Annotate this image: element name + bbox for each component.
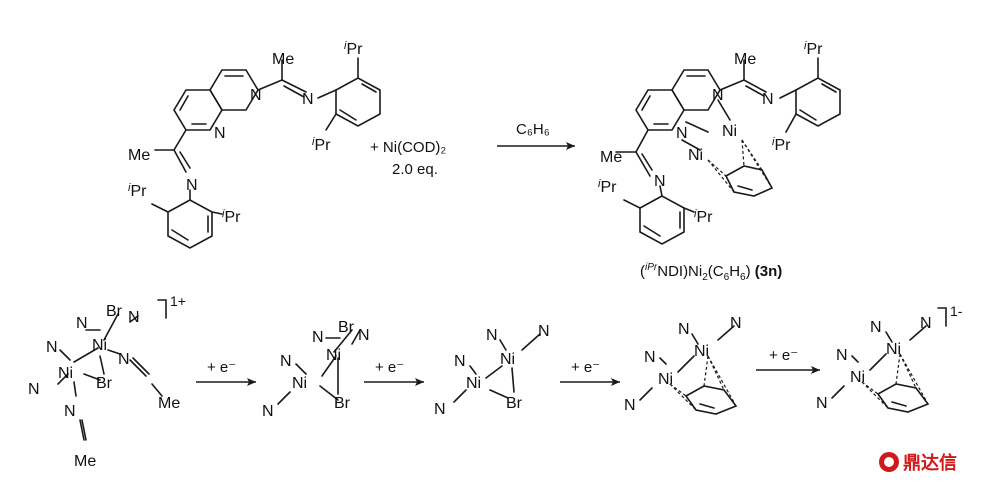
- watermark-logo: [879, 452, 899, 472]
- svg-text:N: N: [434, 401, 446, 418]
- svg-text:Ni: Ni: [292, 375, 307, 392]
- svg-text:N: N: [214, 125, 226, 142]
- svg-text:N: N: [262, 403, 274, 420]
- complex-4: [639, 325, 738, 415]
- complex-1: [57, 313, 163, 441]
- svg-text:N: N: [836, 347, 848, 364]
- svg-text:iPr: iPr: [128, 182, 147, 200]
- svg-text:N: N: [644, 349, 656, 366]
- svg-text:N: N: [486, 327, 498, 344]
- reagent-eq-text: 2.0 eq.: [392, 161, 438, 178]
- svg-text:Br: Br: [106, 303, 123, 320]
- svg-text:iPr: iPr: [694, 208, 713, 226]
- svg-text:N: N: [654, 173, 666, 190]
- svg-text:Me: Me: [158, 395, 180, 412]
- svg-text:Ni: Ni: [58, 365, 73, 382]
- svg-text:Ni: Ni: [886, 341, 901, 358]
- svg-text:N: N: [678, 321, 690, 338]
- svg-text:iPr: iPr: [312, 136, 331, 154]
- ipr-label: iPr: [344, 40, 363, 58]
- svg-text:Br: Br: [338, 319, 355, 336]
- svg-text:Ni: Ni: [658, 371, 673, 388]
- svg-text:N: N: [186, 177, 198, 194]
- svg-text:N: N: [870, 319, 882, 336]
- svg-text:N: N: [280, 353, 292, 370]
- watermark-text: 鼎达信: [903, 452, 957, 474]
- svg-text:iPr: iPr: [772, 136, 791, 154]
- svg-text:N: N: [128, 309, 140, 326]
- svg-text:Ni: Ni: [850, 369, 865, 386]
- svg-text:N: N: [28, 381, 40, 398]
- svg-text:N: N: [712, 87, 724, 104]
- charge-5: 1-: [950, 303, 963, 319]
- svg-text:Ni: Ni: [688, 147, 703, 164]
- svg-text:N: N: [676, 125, 688, 142]
- me-label: Me: [272, 51, 294, 68]
- product-label: (iPrNDI)Ni2(C6H6) (3n): [640, 262, 782, 283]
- svg-text:N: N: [250, 87, 262, 104]
- svg-text:N: N: [624, 397, 636, 414]
- charge-bracket-1: [157, 299, 167, 319]
- svg-text:N: N: [762, 91, 774, 108]
- svg-text:N: N: [118, 351, 130, 368]
- svg-text:N: N: [454, 353, 466, 370]
- step-label-1: + e⁻: [207, 359, 236, 376]
- svg-text:N: N: [538, 323, 550, 340]
- complex-2: [277, 329, 361, 405]
- step-label-4: + e⁻: [769, 347, 798, 364]
- complex-3: [453, 333, 541, 403]
- svg-text:Ni: Ni: [694, 343, 709, 360]
- svg-text:iPr: iPr: [598, 178, 617, 196]
- svg-text:N: N: [920, 315, 932, 332]
- svg-text:Ni: Ni: [326, 347, 341, 364]
- svg-text:Br: Br: [506, 395, 523, 412]
- charge-1: 1+: [170, 293, 186, 309]
- svg-text:iPr: iPr: [222, 208, 241, 226]
- svg-text:Br: Br: [334, 395, 351, 412]
- svg-text:Ni: Ni: [500, 351, 515, 368]
- solvent-text: C₆H₆: [516, 121, 550, 138]
- svg-text:Me: Me: [734, 51, 756, 68]
- charge-bracket-5: [937, 307, 947, 327]
- svg-text:N: N: [312, 329, 324, 346]
- complex-5: [831, 325, 930, 413]
- step-label-2: + e⁻: [375, 359, 404, 376]
- svg-text:Me: Me: [128, 147, 150, 164]
- svg-text:Br: Br: [96, 375, 113, 392]
- svg-text:Me: Me: [600, 149, 622, 166]
- svg-text:Ni: Ni: [466, 375, 481, 392]
- ligand-structure: [151, 57, 381, 249]
- reagent-text: + Ni(COD)₂: [370, 139, 446, 156]
- svg-text:Ni: Ni: [92, 337, 107, 354]
- svg-text:N: N: [816, 395, 828, 412]
- svg-text:N: N: [76, 315, 88, 332]
- svg-text:Ni: Ni: [722, 123, 737, 140]
- svg-text:N: N: [358, 327, 370, 344]
- step-label-3: + e⁻: [571, 359, 600, 376]
- svg-text:N: N: [64, 403, 76, 420]
- svg-text:N: N: [46, 339, 58, 356]
- product-structure: [615, 57, 841, 245]
- svg-text:iPr: iPr: [804, 40, 823, 58]
- svg-text:Me: Me: [74, 453, 96, 470]
- svg-text:N: N: [302, 91, 314, 108]
- svg-text:N: N: [730, 315, 742, 332]
